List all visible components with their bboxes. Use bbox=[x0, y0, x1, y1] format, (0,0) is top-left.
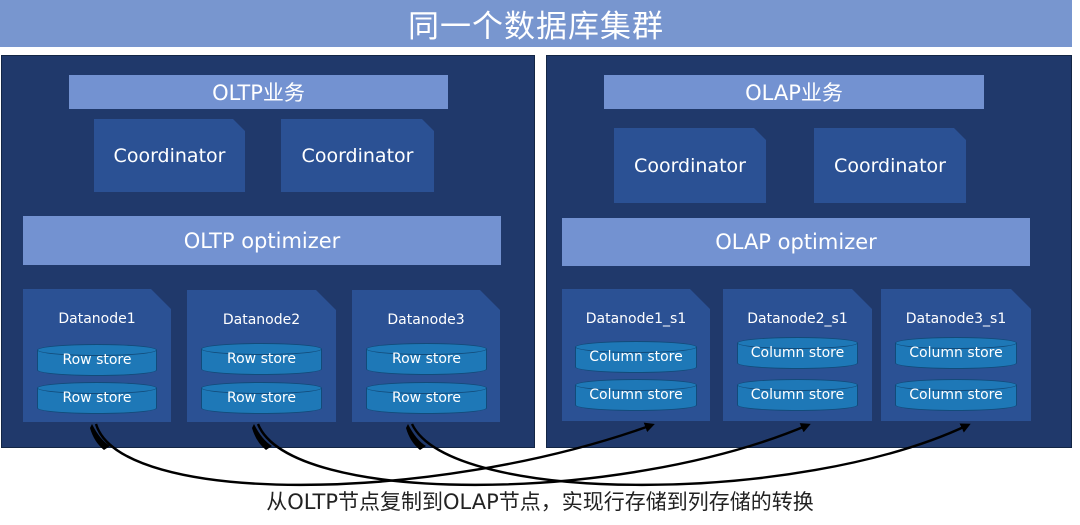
datanode-label: Datanode1_s1 bbox=[585, 311, 687, 327]
olap-coordinator-2: Coordinator bbox=[814, 128, 966, 203]
datanode-label: Datanode2_s1 bbox=[747, 311, 848, 327]
row-store-cylinder: Row store bbox=[37, 382, 157, 414]
oltp-coordinator-1: Coordinator bbox=[94, 119, 245, 192]
caption: 从OLTP节点复制到OLAP节点，实现行存储到列存储的转换 bbox=[266, 490, 814, 514]
store-label: Column store bbox=[909, 345, 1003, 361]
store-label: Column store bbox=[909, 387, 1003, 403]
store-label: Row store bbox=[392, 351, 461, 367]
store-label: Column store bbox=[750, 387, 845, 403]
datanode-label: Datanode3_s1 bbox=[905, 311, 1007, 327]
store-label: Row store bbox=[62, 390, 132, 406]
datanode-label: Datanode1 bbox=[58, 311, 136, 327]
store-label: Row store bbox=[227, 390, 296, 406]
store-label: Row store bbox=[392, 390, 461, 406]
arrow-dn2-to-dn2s1 bbox=[256, 423, 811, 486]
oltp-business-bar: OLTP业务 bbox=[69, 75, 448, 109]
store-label: Column store bbox=[589, 387, 683, 403]
column-store-cylinder: Column store bbox=[737, 337, 858, 369]
row-store-cylinder: Row store bbox=[366, 382, 487, 414]
store-label: Column store bbox=[589, 349, 683, 365]
store-label: Column store bbox=[750, 345, 845, 361]
olap-datanode-3: Datanode3_s1 Column store Column store bbox=[881, 289, 1031, 421]
column-store-cylinder: Column store bbox=[575, 341, 697, 373]
cluster-title: 同一个数据库集群 bbox=[0, 0, 1072, 47]
column-store-cylinder: Column store bbox=[895, 337, 1017, 369]
olap-business-bar: OLAP业务 bbox=[604, 75, 984, 109]
datanode-label: Datanode2 bbox=[222, 312, 301, 328]
oltp-datanode-1: Datanode1 Row store Row store bbox=[23, 289, 171, 422]
row-store-cylinder: Row store bbox=[201, 343, 322, 375]
arrow-dn3-to-dn3s1 bbox=[410, 423, 971, 487]
column-store-cylinder: Column store bbox=[737, 379, 858, 411]
oltp-datanode-2: Datanode2 Row store Row store bbox=[187, 290, 336, 422]
datanode-label: Datanode3 bbox=[387, 312, 465, 328]
oltp-coordinator-2: Coordinator bbox=[281, 119, 434, 192]
store-label: Row store bbox=[227, 351, 296, 367]
column-store-cylinder: Column store bbox=[895, 379, 1017, 411]
arrow-dn1-to-dn1s1 bbox=[94, 422, 655, 487]
row-store-cylinder: Row store bbox=[37, 344, 157, 376]
store-label: Row store bbox=[62, 352, 132, 368]
oltp-datanode-3: Datanode3 Row store Row store bbox=[352, 290, 500, 422]
olap-datanode-1: Datanode1_s1 Column store Column store bbox=[562, 289, 710, 421]
olap-datanode-2: Datanode2_s1 Column store Column store bbox=[723, 289, 872, 421]
column-store-cylinder: Column store bbox=[575, 379, 697, 411]
olap-optimizer: OLAP optimizer bbox=[562, 218, 1030, 266]
olap-coordinator-1: Coordinator bbox=[614, 128, 766, 203]
oltp-optimizer: OLTP optimizer bbox=[23, 216, 501, 265]
row-store-cylinder: Row store bbox=[201, 382, 322, 414]
row-store-cylinder: Row store bbox=[366, 343, 487, 375]
